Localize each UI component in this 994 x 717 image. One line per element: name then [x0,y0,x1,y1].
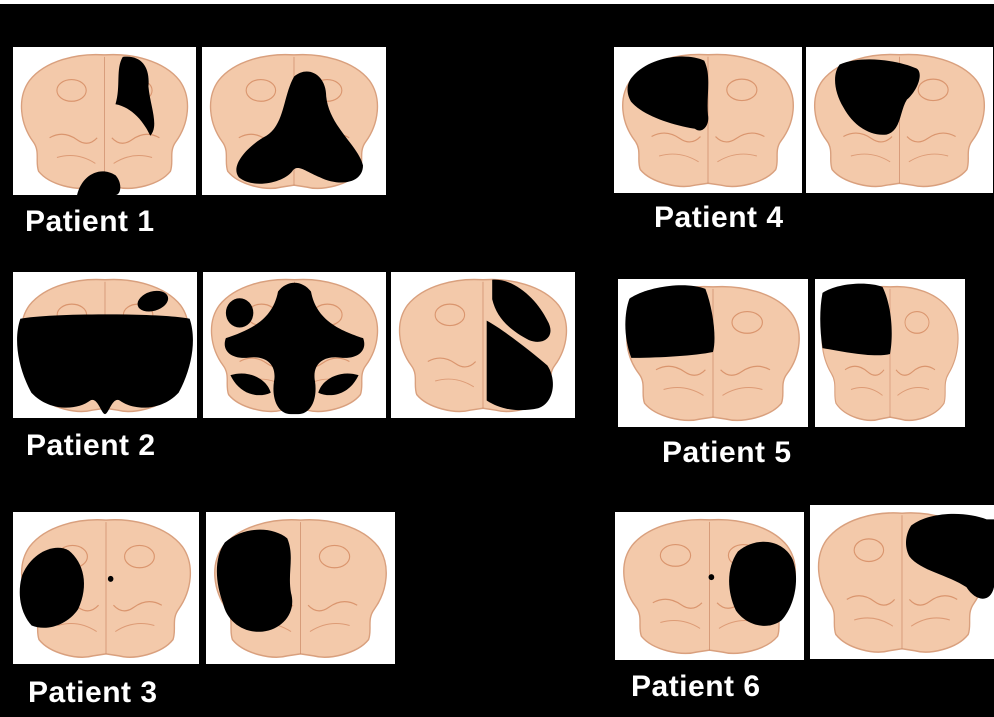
lesion [820,284,891,356]
patient-5-section-1 [618,279,808,427]
patient-6-label: Patient 6 [631,670,761,704]
lesion [709,574,715,580]
patient-1-section-2 [202,47,386,195]
patient-4-section-1 [614,47,802,193]
patient-3-label: Patient 3 [28,676,158,710]
patient-6-section-2 [810,505,994,659]
patient-2-section-3 [391,272,575,418]
lesion [17,314,193,414]
patient-3-section-1 [13,512,199,664]
patient-4-section-2 [806,47,993,193]
patient-1-label: Patient 1 [25,205,155,239]
patient-5-section-2 [815,279,965,427]
lesion [108,576,114,582]
lesion [226,298,253,327]
patient-4-label: Patient 4 [654,201,784,235]
patient-5-label: Patient 5 [662,436,792,470]
patient-1-section-1 [13,47,196,195]
patient-2-section-2 [203,272,386,418]
lesion [625,285,714,358]
lesion [729,542,796,626]
patient-2-label: Patient 2 [26,429,156,463]
patient-3-section-2 [206,512,395,664]
patient-6-section-1 [615,512,804,660]
patient-2-section-1 [13,272,197,418]
top-border [0,0,994,4]
